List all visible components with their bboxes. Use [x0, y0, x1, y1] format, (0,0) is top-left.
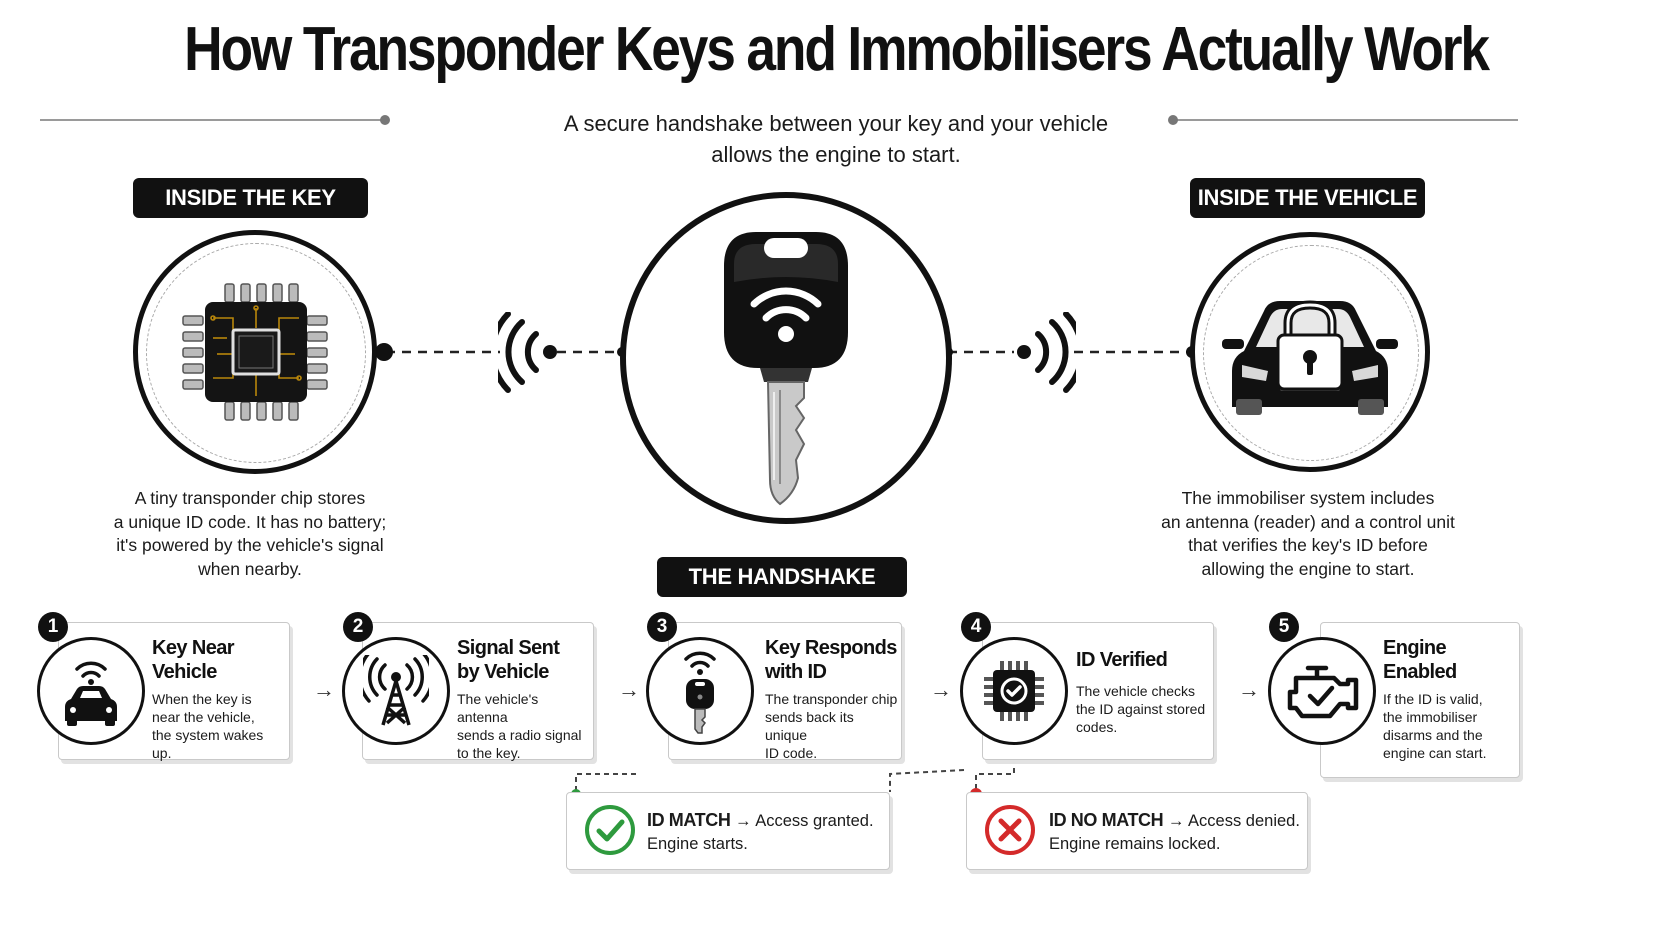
vehicle-circle: [1190, 232, 1430, 472]
subtitle-line-2: allows the engine to start.: [711, 142, 961, 167]
result-card-match: ID MATCH → Access granted. Engine starts…: [566, 792, 890, 870]
result-outcome: Engine starts.: [647, 835, 748, 853]
key-head-desc-line: A tiny transponder chip stores: [134, 488, 366, 508]
key-head-circle: [133, 230, 377, 474]
engine-check-icon: [1287, 665, 1359, 719]
step-number: 1: [38, 612, 68, 642]
result-outcome: Engine remains locked.: [1049, 835, 1221, 853]
header-divider-right: [1174, 119, 1518, 121]
step-number: 2: [343, 612, 373, 642]
step-title-line: Key Responds: [765, 637, 897, 659]
step-number: 3: [647, 612, 677, 642]
vehicle-desc-line: The immobiliser system includes: [1181, 488, 1435, 508]
header-divider-left: [40, 119, 384, 121]
chip-check-icon: [984, 661, 1044, 721]
key-head-label: INSIDE THE KEY HEAD: [133, 178, 368, 250]
car-signal-icon: [65, 661, 117, 726]
result-status: ID NO MATCH: [1049, 810, 1164, 830]
x-circle-icon: [985, 805, 1035, 855]
step-text-line: If the ID is valid,: [1383, 691, 1483, 707]
key-signal-icon: [684, 651, 716, 734]
step-number: 4: [961, 612, 991, 642]
step-text-line: The vehicle's antenna: [457, 691, 539, 725]
step-3-content: Key Responds with ID The transponder chi…: [765, 636, 899, 762]
page-title: How Transponder Keys and Immobilisers Ac…: [184, 15, 1490, 84]
step-text-line: to the key.: [457, 745, 521, 761]
step-icon-circle: [1268, 637, 1376, 745]
step-icon-circle: [646, 637, 754, 745]
step-icon-circle: [960, 637, 1068, 745]
key-circle: [620, 192, 952, 524]
step-arrow: →: [1238, 677, 1260, 702]
step-arrow: →: [930, 677, 952, 702]
result-status: ID MATCH: [647, 810, 731, 830]
step-icon-circle: [37, 637, 145, 745]
step-title-line: Key Near: [152, 637, 235, 659]
key-head-desc-line: when nearby.: [198, 558, 302, 579]
step-text-line: engine can start.: [1383, 745, 1487, 761]
microchip-icon: [182, 283, 328, 421]
step-text-line: the ID against stored: [1076, 701, 1206, 717]
subtitle-line-1: A secure handshake between your key and …: [563, 111, 1109, 136]
step-text-line: When the key is: [152, 691, 252, 707]
result-detail: → Access granted.: [735, 812, 874, 830]
step-title-line: Engine: [1383, 637, 1447, 659]
result-detail: → Access denied.: [1167, 812, 1300, 830]
step-text-line: The transponder chip: [765, 691, 898, 707]
antenna-icon: [363, 655, 429, 726]
step-title-line: Vehicle: [152, 661, 217, 683]
step-title-line: by Vehicle: [457, 661, 549, 683]
signal-waves-right-icon: [1017, 312, 1076, 393]
step-text-line: codes.: [1076, 719, 1118, 735]
handshake-process-label: THE HANDSHAKE PROCESS: [657, 557, 907, 629]
header-divider-left-dot: [380, 115, 390, 125]
step-title-line: Enabled: [1383, 661, 1457, 683]
step-title-line: Signal Sent: [457, 637, 560, 659]
step-text-line: disarms and the: [1383, 727, 1483, 743]
key-head-description: A tiny transponder chip stores a unique …: [95, 487, 405, 581]
vehicle-desc-line: an antenna (reader) and a control unit: [1161, 511, 1455, 532]
step-number: 5: [1269, 612, 1299, 642]
step-text-line: ID code.: [765, 745, 818, 761]
car-lock-icon: [1222, 300, 1398, 415]
step-title-line: ID Verified: [1076, 649, 1168, 671]
step-arrow: →: [618, 677, 640, 702]
step-text-line: The vehicle checks: [1076, 683, 1196, 699]
result-card-no-match: ID NO MATCH → Access denied. Engine rema…: [966, 792, 1308, 870]
step-text-line: sends a radio signal: [457, 727, 582, 743]
header-divider-right-dot: [1168, 115, 1178, 125]
key-head-desc-line: it's powered by the vehicle's signal: [116, 535, 384, 555]
step-icon-circle: [342, 637, 450, 745]
vehicle-description: The immobiliser system includes an anten…: [1140, 487, 1476, 581]
subtitle: A secure handshake between your key and …: [510, 108, 1162, 170]
step-2-content: Signal Sent by Vehicle The vehicle's ant…: [457, 636, 589, 762]
vehicle-desc-line: allowing the engine to start.: [1201, 558, 1415, 579]
step-arrow: →: [313, 677, 335, 702]
step-1-content: Key Near Vehicle When the key is near th…: [152, 636, 282, 762]
transponder-key-icon: [724, 232, 848, 506]
key-head-desc-line: a unique ID code. It has no battery;: [113, 511, 387, 532]
step-text-line: the immobiliser: [1383, 709, 1478, 725]
check-circle-icon: [585, 805, 635, 855]
vehicle-label: INSIDE THE VEHICLE: [1190, 178, 1425, 218]
step-text-line: sends back its unique: [765, 709, 854, 743]
step-5-content: Engine Enabled If the ID is valid, the i…: [1383, 636, 1517, 762]
step-text-line: near the vehicle,: [152, 709, 255, 725]
step-title-line: with ID: [765, 661, 827, 683]
step-text-line: the system wakes up.: [152, 727, 264, 761]
step-4-content: ID Verified The vehicle checks the ID ag…: [1076, 648, 1210, 736]
vehicle-desc-line: that verifies the key's ID before: [1188, 535, 1428, 555]
signal-waves-left-icon: [498, 312, 557, 393]
